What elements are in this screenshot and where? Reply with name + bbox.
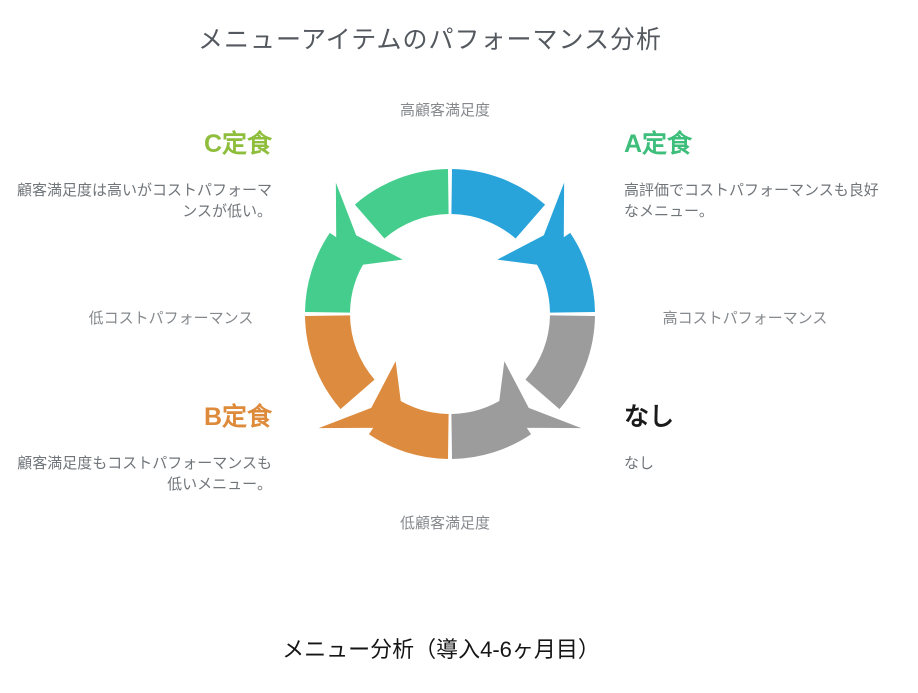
quadrant-description-a-teishoku: 高評価でコストパフォーマンスも良好なメニュー。 bbox=[624, 181, 879, 221]
quadrant-description-nashi: なし bbox=[624, 454, 655, 472]
axis-label-right: 高コストパフォーマンス bbox=[662, 310, 828, 327]
axis-label-top: 高顧客満足度 bbox=[399, 102, 490, 119]
segment-arrow-top-right bbox=[451, 169, 595, 313]
page-title: メニューアイテムのパフォーマンス分析 bbox=[197, 26, 662, 54]
axis-label-bottom: 低顧客満足度 bbox=[399, 515, 490, 532]
bottom-caption: メニュー分析（導入4-6ヶ月目） bbox=[282, 637, 600, 662]
quadrant-description-b-teishoku: 顧客満足度もコストパフォーマンスも低いメニュー。 bbox=[17, 454, 272, 494]
quadrant-block-c-teishoku: C定食 顧客満足度は高いがコストパフォーマンスが低い。 bbox=[10, 130, 272, 222]
axis-label-left: 低コストパフォーマンス bbox=[88, 310, 254, 327]
quadrant-block-nashi: なし なし bbox=[624, 403, 886, 474]
quadrant-title-a-teishoku: A定食 bbox=[624, 130, 693, 158]
quadrant-title-b-teishoku: B定食 bbox=[203, 403, 272, 431]
segment-arrow-bottom-right bbox=[451, 315, 595, 459]
segment-arrow-top-left bbox=[305, 169, 449, 313]
quadrant-description-c-teishoku: 顧客満足度は高いがコストパフォーマンスが低い。 bbox=[16, 181, 272, 221]
quadrant-block-b-teishoku: B定食 顧客満足度もコストパフォーマンスも低いメニュー。 bbox=[10, 403, 272, 495]
quadrant-title-c-teishoku: C定食 bbox=[203, 130, 272, 158]
quadrant-block-a-teishoku: A定食 高評価でコストパフォーマンスも良好なメニュー。 bbox=[624, 130, 886, 222]
quadrant-title-nashi: なし bbox=[624, 403, 675, 431]
segment-arrow-bottom-left bbox=[305, 315, 449, 459]
